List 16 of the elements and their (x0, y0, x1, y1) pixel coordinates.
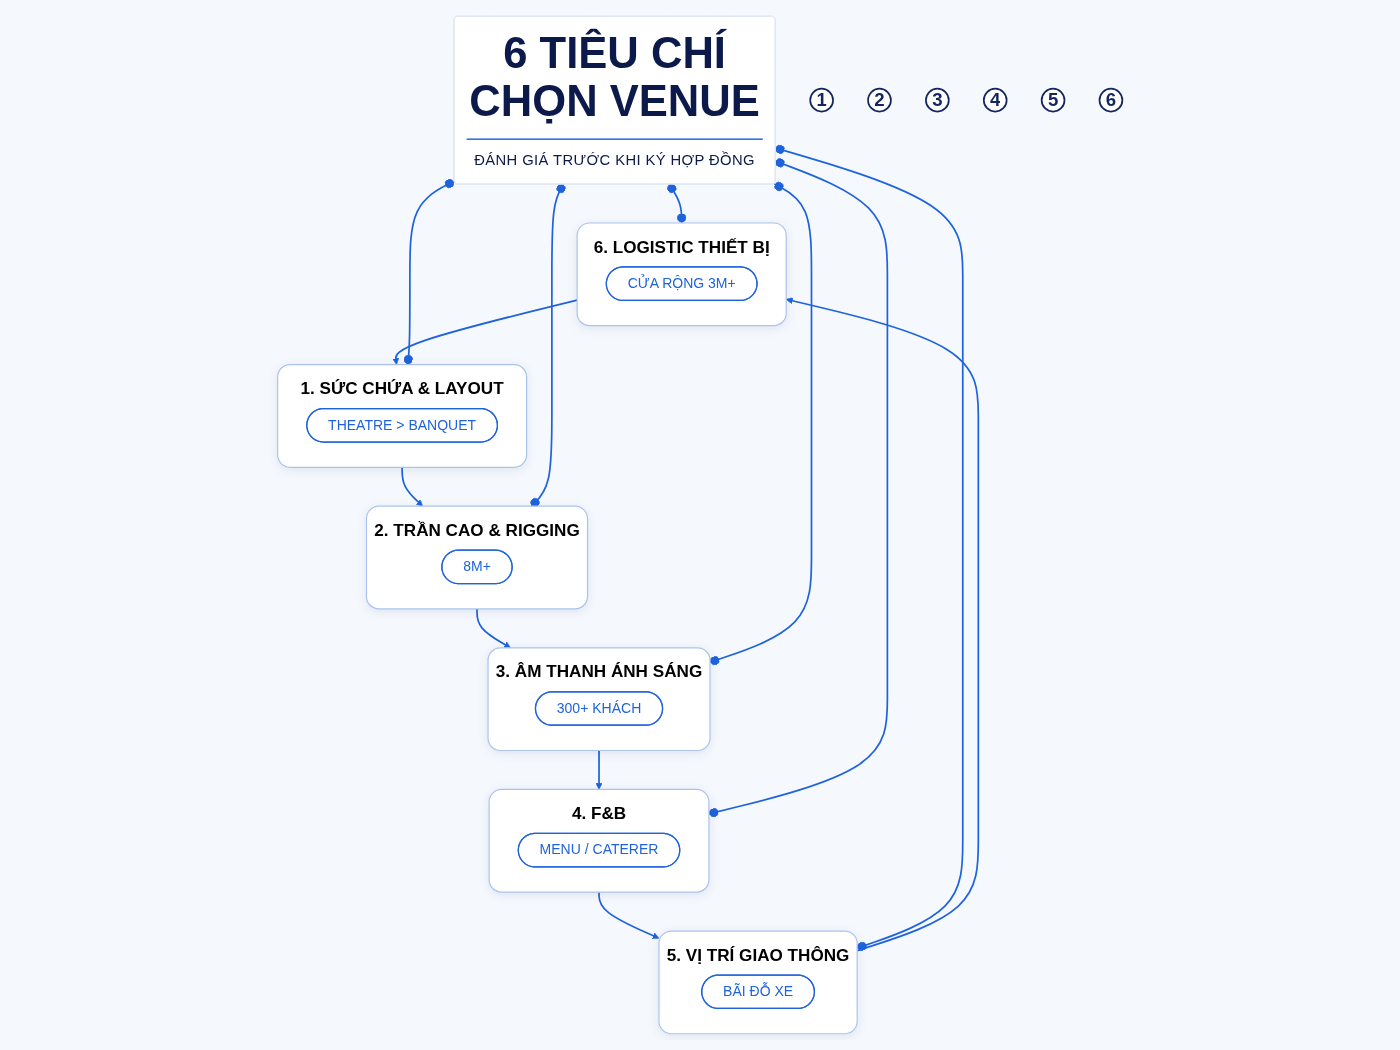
connector (708, 158, 889, 818)
connector (709, 181, 813, 666)
connector (530, 183, 566, 508)
node-circle: 4 (982, 87, 1008, 113)
arrow (595, 749, 603, 790)
arrow (392, 299, 578, 365)
connector (774, 144, 964, 952)
arrow (401, 466, 423, 507)
node-circle: 3 (925, 87, 950, 113)
connector (403, 178, 455, 366)
node-circle: 6 (1098, 87, 1124, 113)
node-circle: 1 (809, 87, 834, 113)
connector (667, 183, 687, 224)
node-circle: 2 (867, 87, 892, 113)
arrow (476, 608, 511, 649)
node-circle: 5 (1040, 87, 1066, 113)
